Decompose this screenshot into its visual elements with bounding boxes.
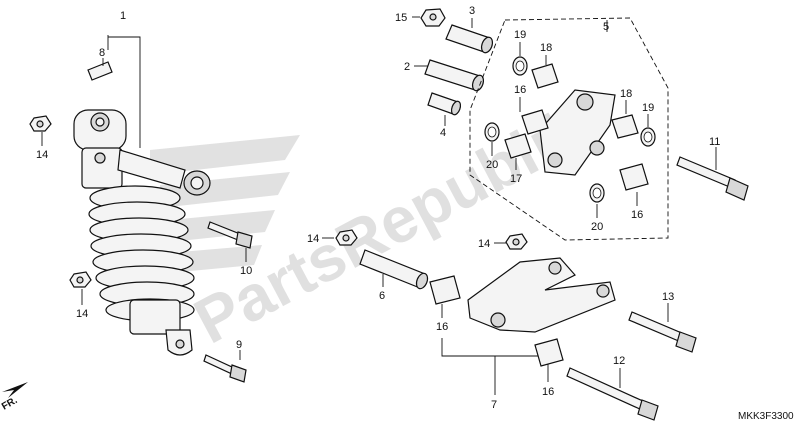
callout-3: 3 [469, 5, 475, 17]
needle-bearing-18-top [531, 63, 559, 89]
collar-2 [424, 59, 485, 92]
callout-7: 7 [491, 399, 497, 411]
needle-bearing-16-upper [521, 109, 549, 135]
brand-wing-graphic [150, 135, 300, 272]
callout-18-top: 18 [540, 42, 552, 54]
callout-1: 1 [120, 10, 126, 22]
needle-bearing-16-right [619, 163, 649, 191]
callout-13: 13 [662, 291, 674, 303]
callout-8: 8 [99, 47, 105, 59]
front-label: FR. [0, 395, 20, 413]
bolt-12 [566, 367, 659, 421]
rear-shock-absorber [73, 109, 211, 356]
callout-16-lower-right: 16 [542, 386, 554, 398]
needle-bearing-16-lower-left [429, 275, 461, 305]
callout-5: 5 [603, 21, 609, 33]
callout-6: 6 [379, 290, 385, 302]
nut-15 [420, 8, 446, 27]
decal-label [87, 61, 113, 81]
bolt-10 [207, 221, 253, 249]
callout-9: 9 [236, 339, 242, 351]
dust-seal-19-top [512, 56, 528, 76]
callout-20-lower: 20 [591, 221, 603, 233]
dust-seal-19-right [640, 127, 656, 147]
dust-seal-20-left [484, 122, 500, 142]
callout-11: 11 [709, 136, 720, 148]
callout-16-right: 16 [631, 209, 643, 221]
needle-bearing-18-right [611, 114, 639, 139]
dust-seal-20-lower [589, 183, 605, 203]
callout-10: 10 [240, 265, 252, 277]
front-direction-arrow [2, 382, 28, 398]
nut-14-center-left [335, 229, 358, 246]
callout-14-center-left: 14 [307, 233, 319, 245]
callout-16-upper: 16 [514, 84, 526, 96]
needle-bearing-16-lower-right [534, 338, 564, 367]
nut-14-left-bottom [69, 271, 92, 288]
bolt-13 [628, 311, 697, 353]
callout-14-left-top: 14 [36, 149, 48, 161]
callout-2: 2 [404, 61, 410, 73]
shock-link-5 [539, 89, 616, 176]
nut-14-left-top [29, 115, 52, 132]
callout-14-center-right: 14 [478, 238, 490, 250]
bolt-9 [203, 354, 247, 383]
needle-bearing-17 [504, 133, 532, 159]
diagram-code: MKK3F3300 [738, 411, 794, 422]
callout-16-lower-left: 16 [436, 321, 448, 333]
callout-12: 12 [613, 355, 625, 367]
callout-17: 17 [510, 173, 522, 185]
nut-14-center-right [505, 233, 528, 250]
callout-19-right: 19 [642, 102, 654, 114]
callout-15: 15 [395, 12, 407, 24]
callout-4: 4 [440, 127, 446, 139]
callout-18-right: 18 [620, 88, 632, 100]
assembly-outline-5 [469, 17, 669, 241]
collar-4 [427, 92, 462, 116]
cushion-arm-7 [467, 257, 616, 333]
collar-6 [359, 249, 429, 290]
bolt-11 [676, 156, 749, 201]
callout-19-top: 19 [514, 29, 526, 41]
collar-3 [445, 24, 494, 54]
callout-14-left-bottom: 14 [76, 308, 88, 320]
callout-20-left: 20 [486, 159, 498, 171]
